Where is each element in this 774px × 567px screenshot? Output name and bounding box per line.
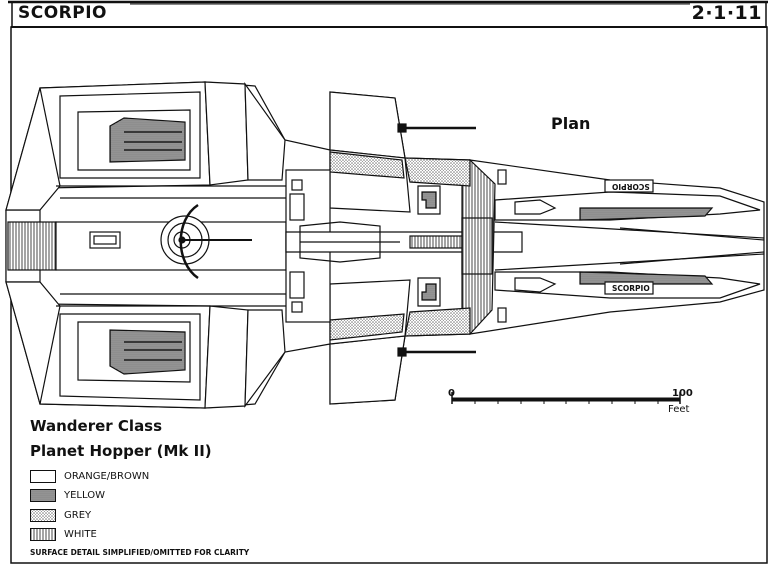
footnote: SURFACE DETAIL SIMPLIFIED/OMITTED FOR CL…: [30, 548, 250, 557]
legend-label: ORANGE/BROWN: [64, 471, 150, 482]
model-title: Planet Hopper (Mk II): [30, 442, 212, 460]
legend-label: YELLOW: [64, 490, 105, 501]
ship-name-tag-lower: SCORPIO: [612, 284, 650, 293]
legend-label: GREY: [64, 510, 92, 521]
class-title: Wanderer Class: [30, 417, 163, 435]
ship-name-tag-upper: SCORPIO: [612, 182, 650, 191]
header-left-title: SCORPIO: [18, 3, 107, 23]
legend-label: WHITE: [64, 529, 97, 540]
scale-bar: [451, 392, 681, 404]
legend-swatch: [30, 470, 56, 483]
legend-swatch: [30, 489, 56, 502]
legend-swatch: [30, 528, 56, 541]
view-label: Plan: [551, 114, 591, 133]
scale-end-label: 100: [672, 388, 693, 399]
ship-plan: [5, 81, 765, 409]
scale-start-label: 0: [448, 388, 455, 399]
scale-unit-label: Feet: [668, 404, 690, 415]
legend-swatch: [30, 509, 56, 522]
sheet-number: 2·1·11: [691, 2, 762, 24]
